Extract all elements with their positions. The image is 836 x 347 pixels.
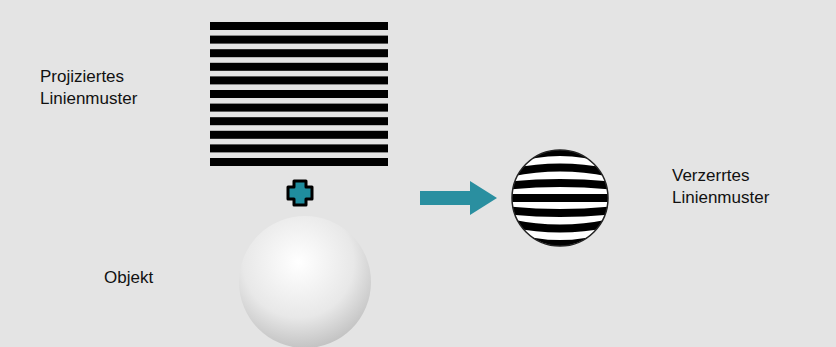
object-sphere [239,216,371,347]
arrow [420,181,497,215]
label-text: Projiziertes Linienmuster [40,66,190,110]
line-pattern [210,22,388,166]
projector-icon [288,181,312,205]
label-text: Objekt [104,267,194,289]
distorted-sphere [505,148,615,248]
label-text: Verzerrtes Linienmuster [672,165,812,209]
